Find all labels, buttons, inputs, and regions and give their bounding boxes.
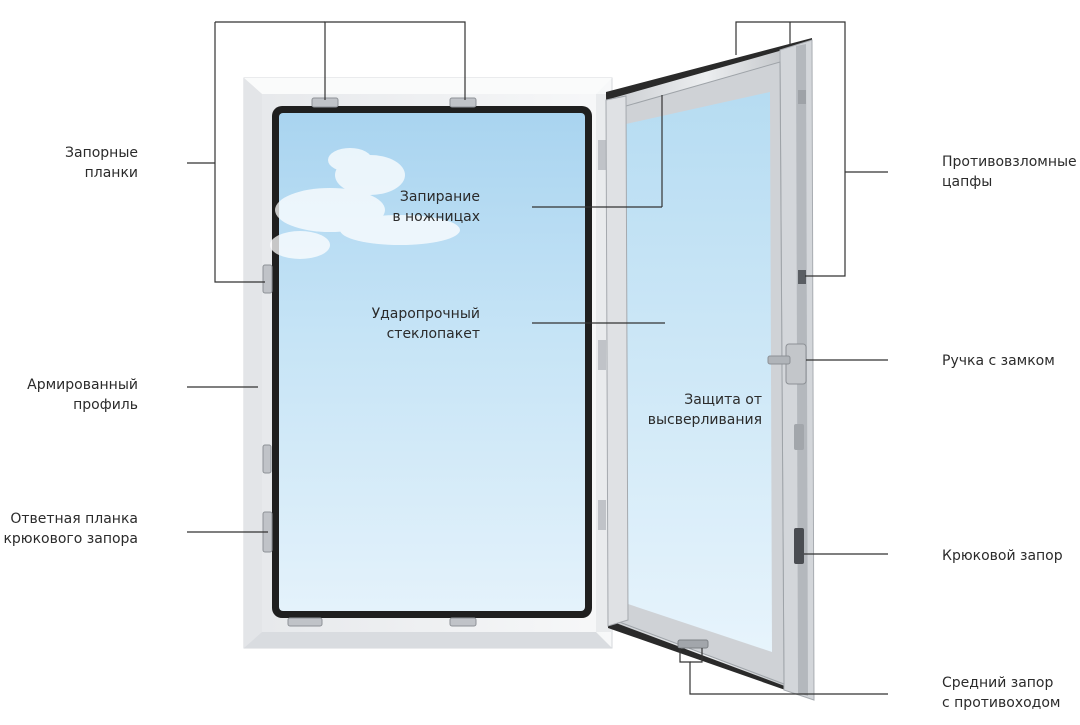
leader-lines	[187, 21, 888, 695]
label-handle-with-lock: Ручка с замком	[942, 353, 1055, 369]
handle-icon	[767, 343, 807, 385]
middle-lock-icon	[677, 639, 709, 649]
label-reinforced-profile: Армированный профиль	[27, 377, 138, 413]
open-sash	[605, 38, 815, 701]
label-middle-lock: Средний запор с противоходом	[942, 675, 1061, 711]
label-scissor-lock: Запирание в ножницах	[392, 189, 480, 225]
cloud-shape	[270, 148, 460, 259]
hinge-icon	[598, 500, 606, 530]
hook-lock-icon	[794, 528, 804, 564]
striker-plate-icon	[262, 264, 273, 294]
striker-plate-icon	[449, 97, 477, 108]
hinge-icon	[794, 424, 804, 450]
striker-plate-icon	[449, 617, 477, 627]
antiburglary-pin-icon	[798, 90, 806, 104]
antiburglary-pin-icon	[798, 270, 806, 284]
hinge-icon	[287, 617, 323, 627]
label-hook-striker: Ответная планка крюкового запора	[3, 511, 138, 547]
label-hook-lock: Крюковой запор	[942, 548, 1063, 564]
label-impact-glass: Ударопрочный стеклопакет	[371, 306, 480, 342]
label-locking-strikers: Запорные планки	[65, 145, 138, 181]
hinge-icon	[262, 444, 272, 474]
hinge-icon	[598, 140, 606, 170]
label-drill-protection: Защита от высверливания	[647, 392, 762, 428]
hinge-icon	[598, 340, 606, 370]
label-antiburglary-pins: Противовзломные цапфы	[942, 154, 1077, 190]
